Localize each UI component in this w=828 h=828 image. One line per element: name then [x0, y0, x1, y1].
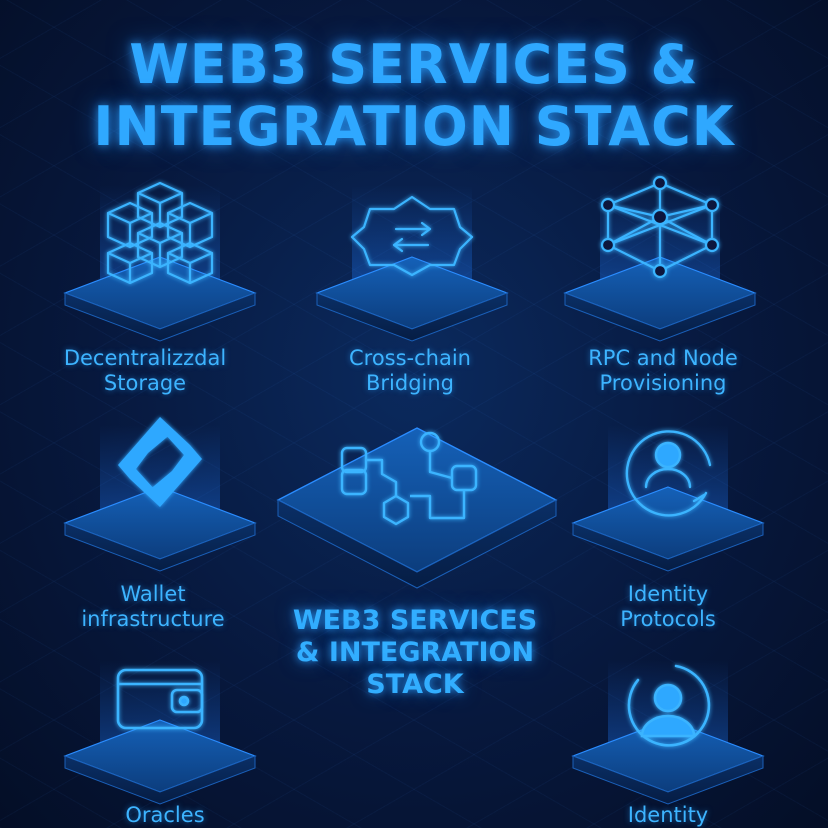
title-line-2: INTEGRATION STACK	[93, 95, 735, 158]
node-network-icon	[600, 175, 720, 279]
user-circle-icon	[625, 430, 712, 517]
tile-oracles[interactable]	[60, 640, 260, 820]
tile-wallet-infrastructure[interactable]	[60, 405, 260, 585]
wallet-logo-icon	[118, 417, 202, 507]
page-title: WEB3 SERVICES & INTEGRATION STACK	[0, 34, 828, 158]
title-line-1: WEB3 SERVICES &	[129, 33, 699, 96]
label-identity: Identity	[627, 803, 709, 827]
bridge-arrows-icon	[350, 195, 474, 277]
tile-rpc-node-provisioning[interactable]	[560, 165, 760, 345]
label-decentralized-storage: Decentralizzdal Storage	[63, 346, 227, 395]
label-cross-chain-bridging: Cross-chain Bridging	[348, 346, 471, 395]
tile-identity[interactable]	[568, 640, 768, 820]
center-label: WEB3 SERVICES & INTEGRATION STACK	[292, 605, 538, 700]
cubes-icon	[106, 181, 214, 285]
label-rpc-node-provisioning: RPC and Node Provisioning	[588, 346, 738, 395]
identity-avatar-icon	[627, 664, 711, 747]
flow-diagram-icon	[340, 431, 478, 526]
tile-cross-chain-bridging[interactable]	[312, 165, 512, 345]
wallet-icon	[116, 668, 204, 730]
tile-base	[63, 660, 257, 805]
label-identity-protocols: Identity Protocols	[620, 582, 716, 631]
tile-identity-protocols[interactable]	[568, 405, 768, 585]
tile-center-stack[interactable]	[272, 422, 562, 602]
label-wallet-infrastructure: Wallet infrastructure	[81, 582, 225, 631]
tile-decentralized-storage[interactable]	[60, 165, 260, 345]
label-oracles: Oracles	[125, 803, 205, 827]
tile-base	[276, 427, 558, 589]
